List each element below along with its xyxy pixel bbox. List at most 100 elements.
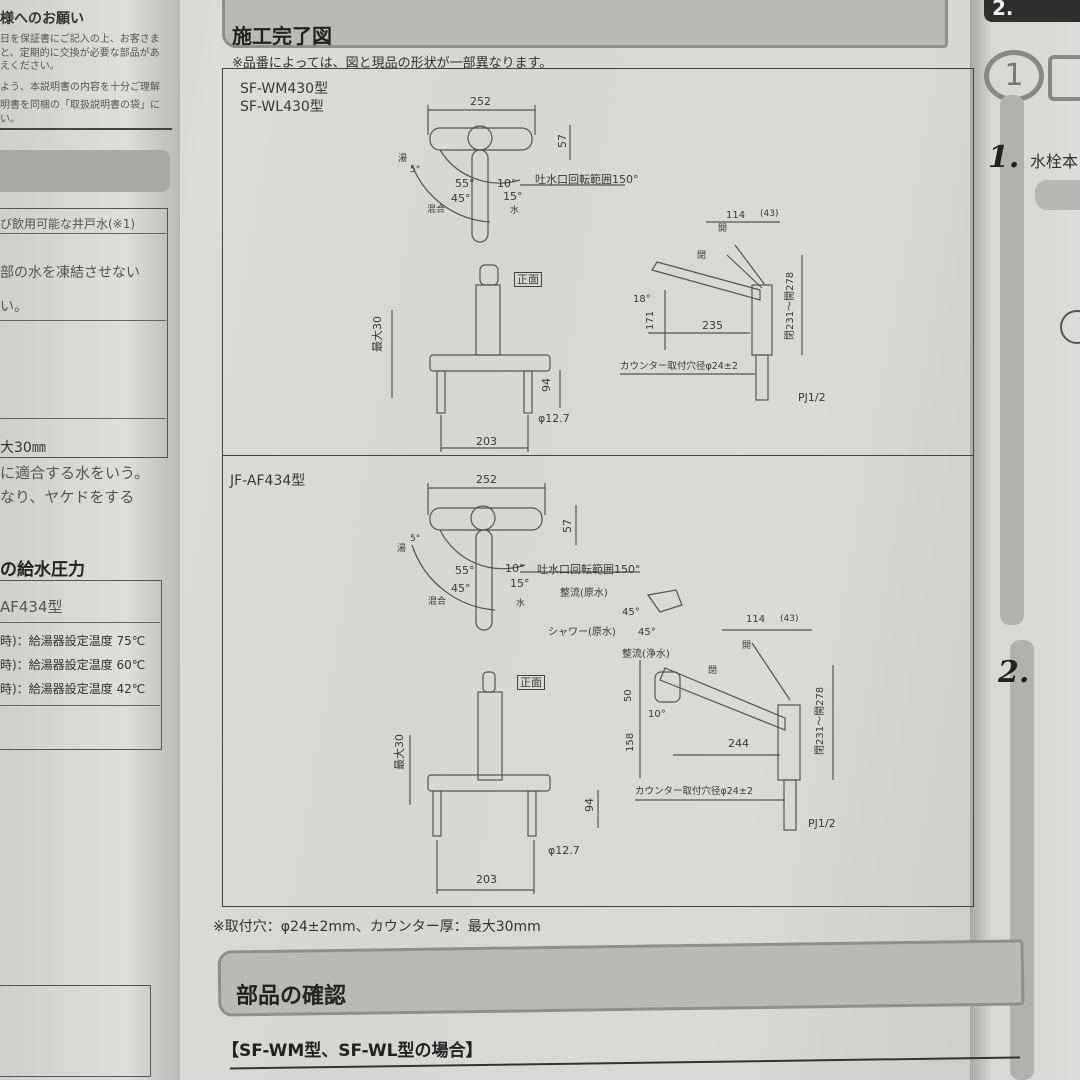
step-2-number: 2. [998,655,1030,690]
step-1-text: 水栓本 [1030,152,1079,171]
dim-label: 50 [623,689,634,702]
dim-label: φ12.7 [548,844,580,857]
left-section-bar [0,150,170,192]
dim-label: 最大30 [393,734,406,770]
section-header-completion [222,0,948,48]
mounting-footnote: ※取付穴：φ24±2mm、カウンター厚：最大30mm [213,919,541,935]
note-text: なり、ヤケドをする [0,488,135,506]
pressure-table [0,580,162,750]
dim-label: 252 [470,95,491,108]
open-label: 開 [718,224,728,234]
angle-label: 45° [622,607,640,618]
step-bar [1000,95,1024,625]
angle-label: 45° [451,192,471,205]
cold-label: 水 [516,599,526,609]
left-page: 様へのお願い 日を保証書にご記入の上、お客さま と、定期的に交換が必要な部品があ… [0,0,180,1080]
cold-label: 水 [510,206,520,216]
pj-label: PJ1/2 [808,817,836,830]
section-title: 施工完了図 [232,24,332,48]
angle-label: 5° [410,165,421,175]
parts-title: 部品の確認 [236,984,347,1009]
angle-label: 10° [497,177,517,190]
hole-label: カウンター取付穴径φ24±2 [620,361,738,372]
angle-label: 18° [633,294,651,305]
pressure-model: AF434型 [0,598,63,616]
mix-label: 混合 [428,597,447,607]
angle-label: 45° [451,582,471,595]
pressure-row: 時)：給湯器設定温度 42℃ [0,682,146,696]
hole-label: カウンター取付穴径φ24±2 [635,786,753,797]
pressure-row: 時)：給湯器設定温度 60℃ [0,658,146,672]
angle-label: 5° [410,534,421,544]
dim-label: φ12.7 [538,412,570,425]
table-cell: び飲用可能な井戸水(※1) [0,217,136,231]
front-view-label: 正面 [517,675,545,690]
right-header: 2. [992,0,1014,20]
front-view-label: 正面 [514,272,542,287]
left-line: えください。 [0,61,60,72]
dim-label: 114 [726,210,746,221]
model-label: SF-WL430型 [240,99,324,115]
parts-subtitle: 【SF-WM型、SF-WL型の場合】 [222,1041,483,1061]
angle-label: 45° [638,627,656,638]
shower-label: シャワー(原水) [548,627,616,638]
dim-label: 閉231～開278 [785,271,796,340]
dim-label: 57 [556,134,569,148]
pressure-row: 時)：給湯器設定温度 75℃ [0,634,146,648]
dim-label: 閉231～開278 [815,686,826,755]
right-header-bar: 2. [984,0,1080,22]
diagram-sf-wm430 [222,68,974,456]
dim-label: 94 [540,378,553,392]
left-table [0,208,168,458]
angle-label: 15° [503,190,523,203]
dim-label: (43) [760,209,779,219]
dim-label: 203 [476,873,497,886]
dim-label: 252 [476,473,497,486]
flow-raw-label: 整流(原水) [560,588,608,599]
angle-label: 55° [455,177,475,190]
pj-label: PJ1/2 [798,391,826,404]
angle-label: 10° [648,709,666,720]
angle-label: 10° [505,562,525,575]
dim-label: 94 [583,798,596,812]
left-header-note: 様へのお願い [0,11,84,27]
close-label: 閉 [708,666,718,676]
model-label: SF-WM430型 [240,81,329,97]
divider [0,128,172,130]
left-line: い。 [0,114,20,125]
left-line: と、定期的に交換が必要な部品があ [0,48,160,59]
dim-label: 158 [625,732,636,752]
dim-label: 244 [728,737,749,750]
step-1-number: 1. [988,140,1020,175]
dim-label: 114 [746,614,766,625]
dim-label: 235 [702,319,723,332]
close-label: 閉 [697,251,707,261]
diagram-jf-af434 [222,455,974,907]
spout-range-label: 吐水口回転範囲150° [537,563,641,576]
left-bottom-box [0,985,151,1077]
dim-label: (43) [780,614,799,624]
left-line: 日を保証書にご記入の上、お客さま [0,34,160,45]
note-text: に適合する水をいう。 [0,464,150,482]
table-cell: 大30㎜ [0,440,46,456]
right-page: 2. 1 1. 水栓本 2. [970,0,1080,1080]
dim-label: 最大30 [371,316,384,352]
mix-label: 混合 [427,205,446,215]
dim-label: 57 [561,519,574,533]
left-line: 明書を同梱の「取扱説明書の袋」に [0,100,160,111]
model-label: JF-AF434型 [230,473,306,489]
left-line: よう、本説明書の内容を十分ご理解 [0,82,160,93]
shape-note: ※品番によっては、図と現品の形状が一部異なります。 [232,56,553,71]
flow-pure-label: 整流(浄水) [622,649,670,660]
angle-label: 15° [510,577,530,590]
dim-label: 203 [476,435,497,448]
pressure-title: の給水圧力 [0,560,85,580]
table-cell: い。 [0,299,28,315]
table-cell: 部の水を凍結させない [0,265,140,281]
spout-range-label: 吐水口回転範囲150° [535,173,639,186]
hot-label: 湯 [398,154,408,164]
open-label: 開 [742,641,752,651]
dim-label: 171 [645,310,656,330]
hot-label: 湯 [397,544,407,554]
